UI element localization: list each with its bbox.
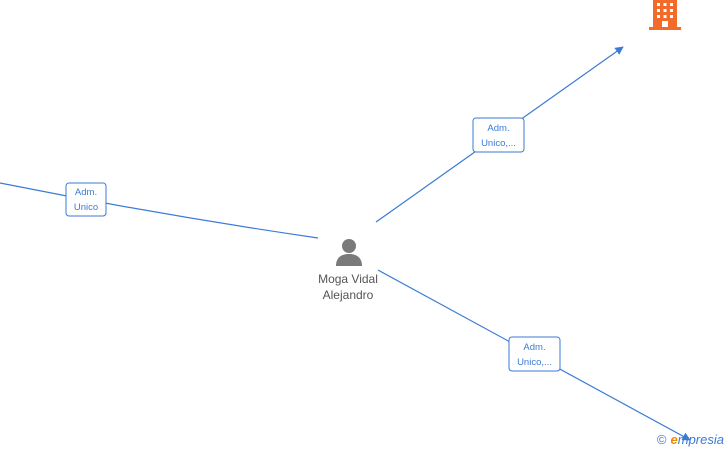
edge-label-top-right[interactable]: Adm. Unico,... xyxy=(472,117,525,153)
edge-label-left[interactable]: Adm. Unico xyxy=(65,182,107,217)
person-icon xyxy=(336,239,362,266)
edge-label-bottom-right-line1: Adm. xyxy=(523,342,545,353)
edge-label-top-right-line2: Unico,... xyxy=(481,138,516,149)
edge-left-line xyxy=(0,182,319,239)
edge-label-top-right-line1: Adm. xyxy=(487,123,509,134)
copyright-symbol: © xyxy=(656,432,667,447)
brand-rest: mpresia xyxy=(677,432,724,447)
person-node[interactable]: Moga Vidal Alejandro xyxy=(318,239,378,302)
edge-label-bottom-right-line2: Unico,... xyxy=(517,357,552,368)
brand-e: e xyxy=(670,432,678,447)
edge-label-bottom-right[interactable]: Adm. Unico,... xyxy=(508,336,561,372)
person-name-line2: Alejandro xyxy=(323,288,374,302)
edge-label-left-line2: Unico xyxy=(74,202,98,213)
company-node[interactable] xyxy=(649,0,681,30)
person-name-line1: Moga Vidal xyxy=(318,272,378,286)
edge-label-left-line1: Adm. xyxy=(75,187,97,198)
building-icon xyxy=(649,0,681,30)
empresia-watermark: ©empresia xyxy=(657,432,724,447)
